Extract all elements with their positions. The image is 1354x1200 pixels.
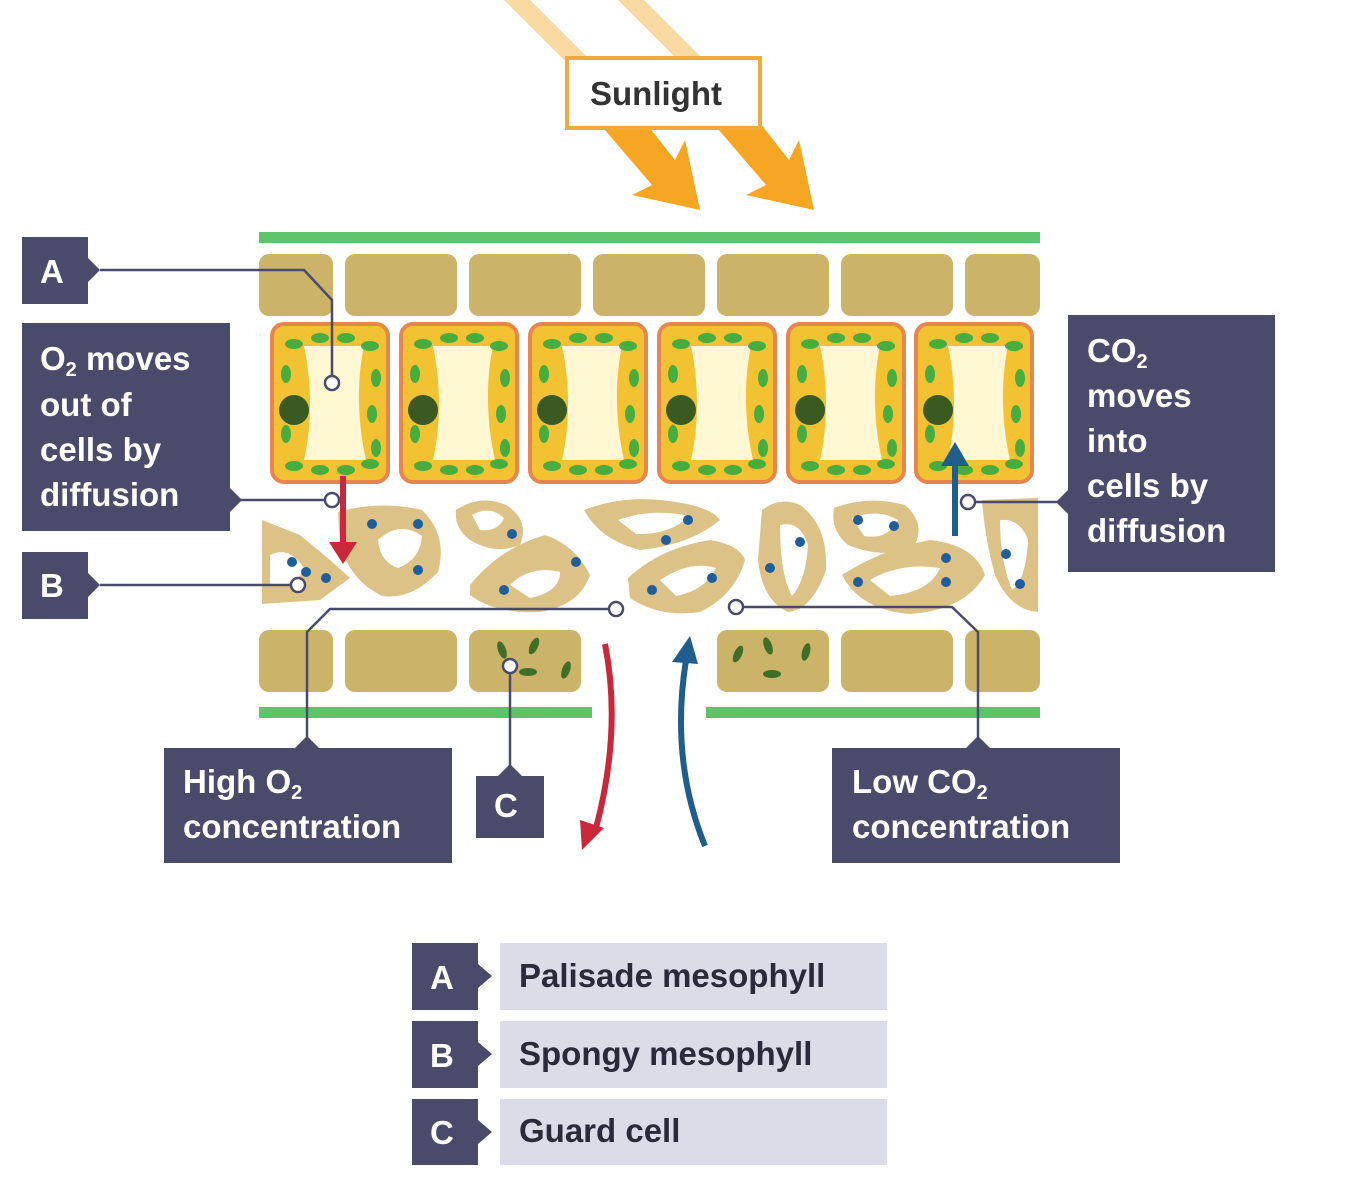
o2-moves-label: O2 moves out of cells by diffusion (22, 323, 242, 531)
o2-exit-arrow (580, 643, 615, 850)
marker-c: C (476, 764, 544, 838)
key-text: Palisade mesophyll (519, 957, 825, 994)
spongy-cell (758, 501, 827, 612)
svg-text:Low CO2: Low CO2 (852, 763, 988, 804)
key-text-box (500, 1099, 887, 1165)
epidermis-cell (841, 254, 953, 316)
co2-entry-arrow (672, 636, 708, 848)
leader-dots (289, 374, 977, 675)
palisade-cell (528, 322, 648, 484)
key-letter: B (430, 1037, 454, 1074)
epidermis-cell (841, 630, 953, 692)
spongy-cell (628, 540, 745, 614)
upper-epidermis (259, 254, 1040, 316)
svg-text:CO2: CO2 (1087, 332, 1148, 373)
marker-c-text: C (494, 787, 518, 824)
epidermis-cell (965, 254, 1040, 316)
key-text-box (500, 1021, 887, 1088)
lower-cuticle-left (259, 707, 592, 718)
epidermis-cell (469, 254, 581, 316)
palisade-cell (786, 322, 906, 484)
low-co2-label: Low CO2 concentration (832, 736, 1120, 863)
spongy-cell (338, 505, 441, 597)
co2-label-sub: 2 (1137, 351, 1148, 373)
spongy-cell (584, 499, 720, 550)
upper-cuticle (259, 232, 1040, 243)
epidermis-cell (345, 254, 457, 316)
marker-b: B (22, 552, 100, 619)
guard-cell (469, 630, 581, 692)
high-o2-line2: concentration (183, 808, 401, 845)
high-o2-pre: High O (183, 763, 291, 800)
o2-label-rest: moves (77, 340, 191, 377)
o2-label-line3: cells by (40, 431, 162, 468)
sunlight-label-box (565, 56, 762, 130)
leader-lines (100, 268, 1068, 776)
epidermis-cell (717, 254, 829, 316)
spongy-layer (262, 498, 1038, 614)
epidermis-cell (259, 630, 333, 692)
lower-epidermis (259, 630, 1040, 692)
spongy-cell (262, 520, 350, 604)
svg-text:O2 moves: O2 moves (40, 340, 191, 381)
key-text-box (500, 943, 887, 1010)
leader-high-o2 (305, 607, 616, 748)
low-co2-line2: concentration (852, 808, 1070, 845)
co2-label-line4: cells by (1087, 467, 1209, 504)
key-letter: C (430, 1114, 454, 1151)
key-row-c: C Guard cell (412, 1099, 887, 1165)
guard-cell-chloroplasts (497, 637, 811, 679)
key-row-a: A Palisade mesophyll (412, 943, 887, 1010)
o2-label-line2: out of (40, 386, 133, 423)
marker-b-text: B (40, 567, 64, 604)
o2-label-sub: 2 (66, 359, 77, 381)
key: A Palisade mesophyll B Spongy mesophyll … (412, 943, 887, 1165)
epidermis-cell (345, 630, 457, 692)
marker-a: A (22, 237, 100, 304)
spongy-cell (455, 500, 523, 549)
key-text: Guard cell (519, 1112, 680, 1149)
high-o2-sub: 2 (291, 782, 302, 804)
co2-label-line3: into (1087, 422, 1147, 459)
co2-label-line2: moves (1087, 377, 1192, 414)
svg-text:High O2: High O2 (183, 763, 302, 804)
palisade-layer (270, 322, 1034, 484)
palisade-cell (914, 322, 1034, 484)
key-letter: A (430, 959, 454, 996)
spongy-cell (833, 500, 919, 554)
spongy-cell (982, 498, 1038, 612)
key-row-b: B Spongy mesophyll (412, 1021, 887, 1088)
low-co2-pre: Low CO (852, 763, 977, 800)
high-o2-label: High O2 concentration (164, 736, 452, 863)
key-text: Spongy mesophyll (519, 1035, 812, 1072)
spongy-cell (842, 540, 985, 614)
co2-label-co: CO (1087, 332, 1137, 369)
sunlight-ray-left-faded (504, 0, 590, 60)
sunlight-label: Sunlight (590, 75, 722, 112)
sunlight-ray-right-faded (618, 0, 704, 60)
epidermis-cell (259, 254, 333, 316)
epidermis-cell (965, 630, 1040, 692)
co2-moves-label: CO2 moves into cells by diffusion (1056, 315, 1275, 572)
leader-a (100, 268, 334, 383)
o2-diffusion-arrow (329, 476, 357, 564)
palisade-cell (270, 322, 390, 484)
leader-low-co2 (736, 605, 980, 748)
marker-a-text: A (40, 253, 64, 290)
epidermis-cell (593, 254, 705, 316)
lower-cuticle-right (706, 707, 1040, 718)
co2-label-line5: diffusion (1087, 512, 1226, 549)
palisade-cell (399, 322, 519, 484)
co2-diffusion-arrow (941, 442, 969, 536)
o2-label-line4: diffusion (40, 476, 179, 513)
palisade-cell (657, 322, 777, 484)
o2-label-o: O (40, 340, 66, 377)
guard-cell (717, 630, 829, 692)
low-co2-sub: 2 (977, 782, 988, 804)
spongy-cell (470, 535, 590, 613)
